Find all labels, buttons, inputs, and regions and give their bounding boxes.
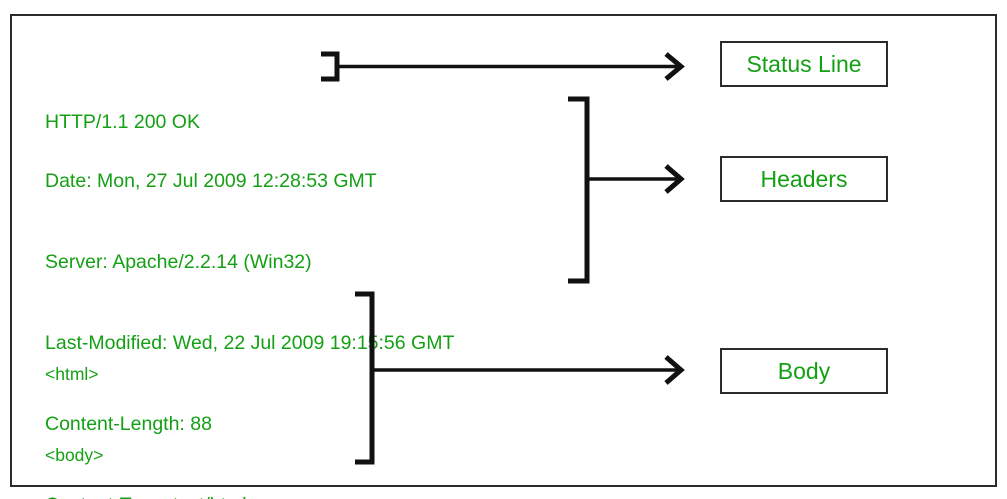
label-text-headers: Headers bbox=[760, 165, 848, 192]
body-line-body-open: <body> bbox=[45, 445, 104, 465]
label-box-status-line: Status Line bbox=[720, 41, 888, 87]
label-box-headers: Headers bbox=[720, 156, 888, 202]
header-line-date: Date: Mon, 27 Jul 2009 12:28:53 GMT bbox=[45, 170, 377, 192]
status-line-text: HTTP/1.1 200 OK bbox=[45, 111, 200, 133]
diagram-frame bbox=[10, 14, 997, 487]
label-text-body: Body bbox=[777, 357, 831, 384]
label-box-body: Body bbox=[720, 348, 888, 394]
label-text-status-line: Status Line bbox=[746, 50, 862, 77]
header-line-content-length: Content-Length: 88 bbox=[45, 413, 212, 435]
body-line-html-open: <html> bbox=[45, 364, 99, 384]
header-line-last-modified: Last-Modified: Wed, 22 Jul 2009 19:15:56… bbox=[45, 332, 455, 354]
header-line-content-type: Content-Type: text/html bbox=[45, 492, 454, 499]
header-line-server: Server: Apache/2.2.14 (Win32) bbox=[45, 251, 312, 273]
status-line-text-block: HTTP/1.1 200 OK bbox=[45, 55, 200, 190]
headers-text-block: Date: Mon, 27 Jul 2009 12:28:53 GMT Serv… bbox=[45, 114, 454, 499]
body-text-block: <html> <body> <h1>Hello, World!</h1> </b… bbox=[45, 307, 230, 499]
